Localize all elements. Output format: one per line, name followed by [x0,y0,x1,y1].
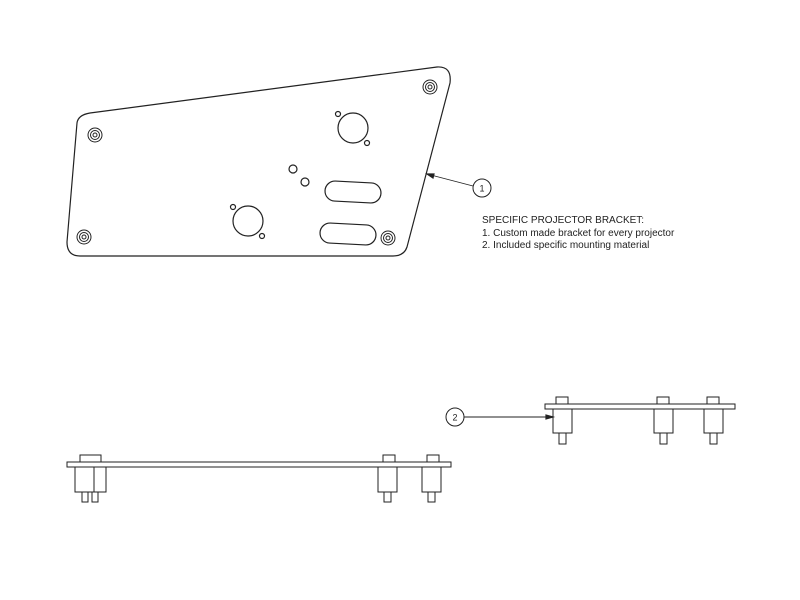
leader-2 [445,407,556,427]
slot [324,180,382,204]
leader-1 [425,173,492,198]
top-view-plate [66,66,451,257]
slot [319,222,377,246]
callout-2-label: 2 [452,413,457,423]
connector-hole [334,110,371,147]
connector-hole [229,203,266,240]
small-hole [288,164,298,174]
mounting-screw [87,127,103,143]
side-view-right [544,396,736,445]
note-item: 2. Included specific mounting material [482,240,650,251]
mounting-screw [76,229,92,245]
callout-1-label: 1 [479,184,484,194]
note-item: 1. Custom made bracket for every project… [482,227,675,239]
side-view-left [66,454,452,503]
mounting-screw [380,230,396,246]
small-hole [300,177,310,187]
mounting-screw [422,79,438,95]
notes-block: SPECIFIC PROJECTOR BRACKET: 1. Custom ma… [482,215,674,253]
notes-title: SPECIFIC PROJECTOR BRACKET: [482,215,645,226]
